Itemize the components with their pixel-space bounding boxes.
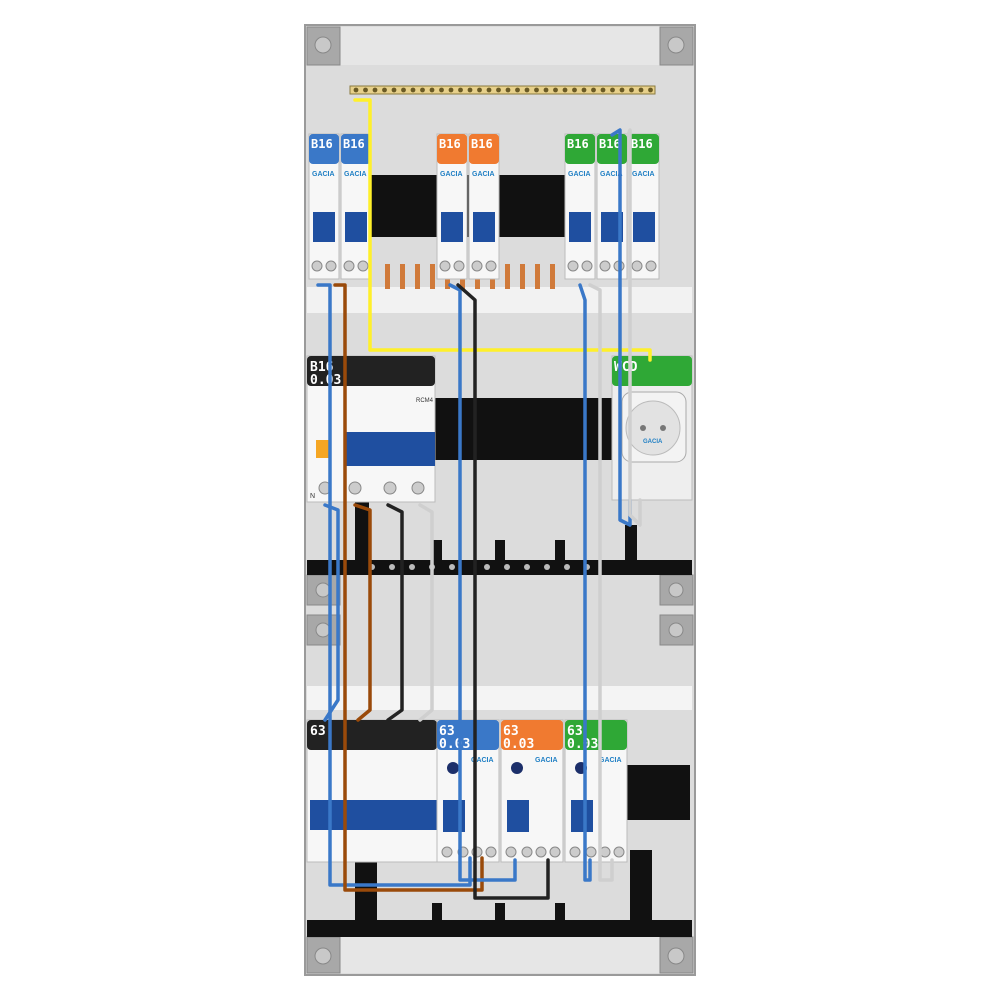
wire-brown-10	[353, 503, 372, 722]
rcm-text: RCM4	[416, 398, 434, 404]
rcd-label-line2: 0.03	[567, 737, 598, 752]
brand-label: GACIA	[568, 171, 591, 178]
row3-main-switch: 63	[306, 719, 438, 863]
row2-socket: WCD GACIA	[611, 355, 693, 501]
main-switch-label: 63	[310, 724, 326, 739]
din-rail-2	[435, 398, 615, 460]
brand-label: GACIA	[600, 171, 623, 178]
rcd-toggle[interactable]	[571, 800, 593, 832]
wire-gray-12	[418, 503, 434, 722]
socket-brand: GACIA	[643, 439, 663, 445]
socket-label: WCD	[614, 360, 638, 375]
rcd-label-line2: 0.03	[439, 737, 470, 752]
top-cover	[340, 27, 660, 65]
breaker-toggle[interactable]	[473, 212, 495, 242]
breaker-label: B16	[599, 137, 621, 151]
din-rail-3	[625, 765, 690, 820]
row3-strip	[307, 686, 692, 710]
breaker-label: B16	[343, 137, 365, 151]
socket-outlet[interactable]	[625, 400, 681, 456]
wire-blue-13	[323, 503, 340, 722]
breaker-label: B16	[439, 137, 461, 151]
wire-yellow-1	[353, 98, 652, 362]
wire-blue-2	[316, 283, 472, 887]
brand-label: GACIA	[471, 757, 494, 764]
brand-label: GACIA	[472, 171, 495, 178]
brand-label: GACIA	[440, 171, 463, 178]
breaker-toggle[interactable]	[313, 212, 335, 242]
wiring	[316, 98, 652, 900]
wire-black-11	[386, 503, 404, 722]
brand-label: GACIA	[535, 757, 558, 764]
bus-bar-neutral-1	[307, 560, 692, 575]
bottom-cover	[340, 937, 660, 973]
breaker-label: B16	[471, 137, 493, 151]
row2-rcbo: B16 0.03 RCM4 N	[306, 355, 436, 503]
rcd-label-line1: 63	[439, 724, 455, 739]
breaker-toggle[interactable]	[441, 212, 463, 242]
brand-label: GACIA	[632, 171, 655, 178]
neutral-mark: N	[310, 493, 315, 500]
rcbo-toggle[interactable]	[345, 432, 435, 466]
test-button[interactable]	[511, 762, 523, 774]
wire-gray-8	[626, 128, 642, 527]
breaker-label: B16	[567, 137, 589, 151]
breaker-label: B16	[311, 137, 333, 151]
bus-bar-stands	[355, 500, 652, 923]
brand-label: GACIA	[344, 171, 367, 178]
breaker-toggle[interactable]	[569, 212, 591, 242]
wire-blue-9	[578, 283, 592, 882]
test-button[interactable]	[447, 762, 459, 774]
breaker-toggle[interactable]	[601, 212, 623, 242]
breaker-toggle[interactable]	[633, 212, 655, 242]
bus-bar-neutral-2	[307, 920, 692, 937]
rcd-toggle[interactable]	[507, 800, 529, 832]
wire-gray-6	[588, 283, 614, 882]
earth-bar-holes	[353, 87, 653, 93]
comb-busbar-1	[307, 287, 692, 313]
wire-blue-4	[448, 283, 517, 882]
wire-black-5	[456, 283, 550, 900]
row1-breakers: B16GACIAB16GACIAB16GACIAB16GACIAB16GACIA…	[308, 133, 660, 280]
rcd-label-line1: 63	[503, 724, 519, 739]
rcbo-label-line1: B16	[310, 360, 334, 375]
rcd-label-line1: 63	[567, 724, 583, 739]
breaker-toggle[interactable]	[345, 212, 367, 242]
brand-label: GACIA	[599, 757, 622, 764]
rcbo-label-line2: 0.03	[310, 373, 341, 388]
rcd-label-line2: 0.03	[503, 737, 534, 752]
earth-bar	[349, 85, 656, 95]
brand-label: GACIA	[312, 171, 335, 178]
breaker-label: B16	[631, 137, 653, 151]
test-button[interactable]	[316, 440, 330, 458]
